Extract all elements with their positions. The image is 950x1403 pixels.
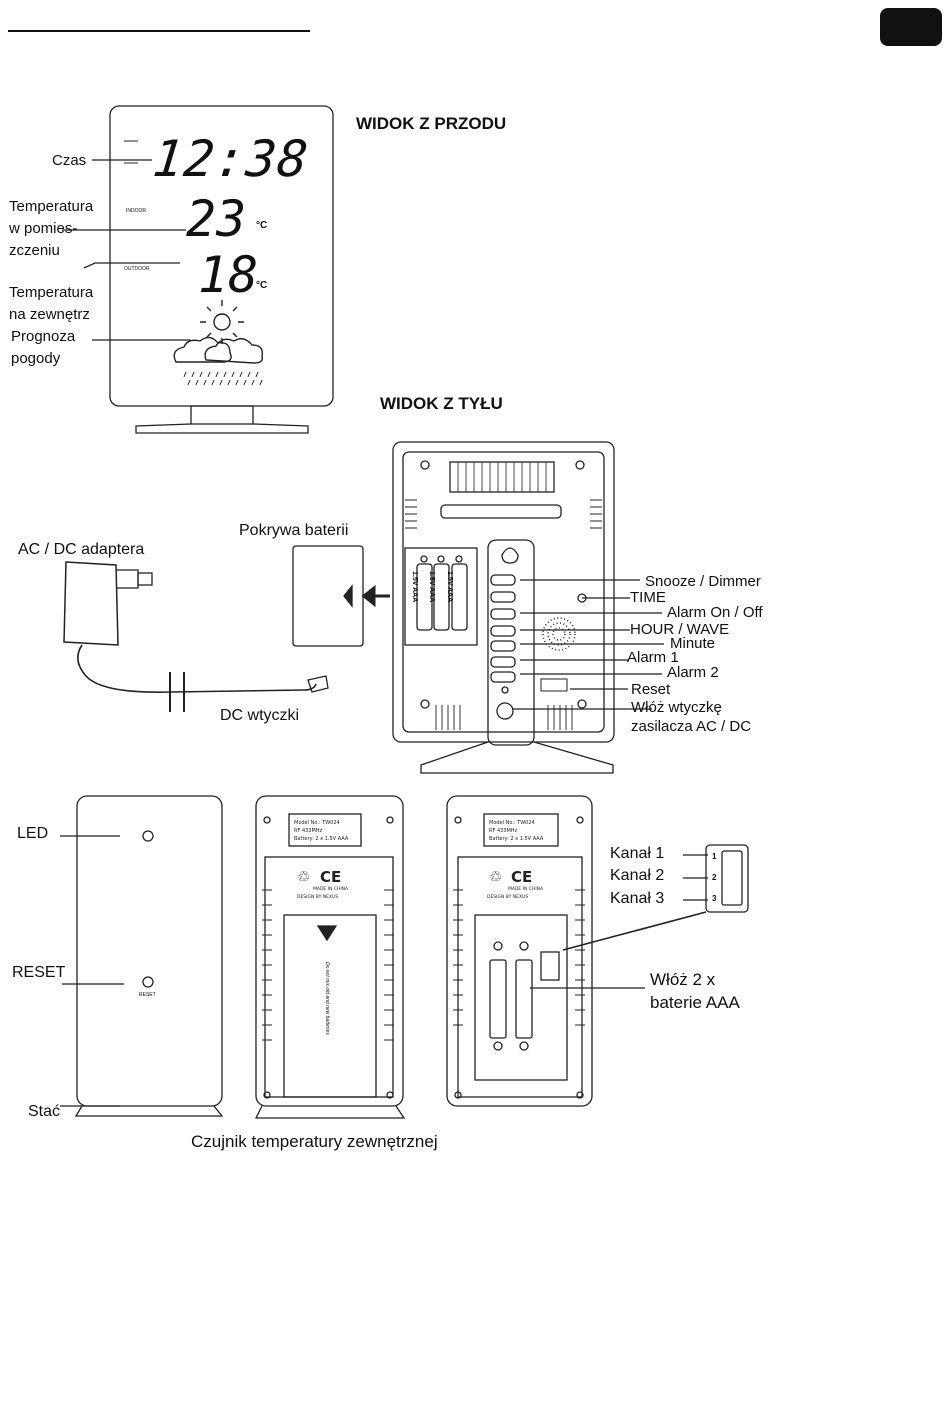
label-plug-in: Włóż wtyczkę zasilacza AC / DC bbox=[631, 699, 752, 735]
ce-mark: CE bbox=[320, 868, 341, 886]
label-channel-1: Kanał 1 bbox=[610, 845, 665, 862]
design-by-text-2: DESIGN BY NEXUS bbox=[487, 894, 528, 900]
speaker-grille bbox=[542, 617, 576, 651]
channel-number-1: 1 bbox=[712, 852, 717, 861]
sensor-open-body bbox=[446, 795, 593, 1107]
outdoor-temperature: 18 bbox=[198, 246, 259, 304]
dc-jack bbox=[496, 702, 514, 720]
weee-icon: ♲ bbox=[297, 868, 310, 886]
sensor-led bbox=[142, 830, 154, 842]
label-channel-2: Kanał 2 bbox=[610, 867, 665, 884]
label-indoor-temp: Temperatura w pomies- zczeniu bbox=[9, 198, 94, 259]
sensor-front-stand bbox=[74, 1105, 224, 1117]
leader-outdoor bbox=[83, 262, 180, 269]
battery-label-2: 1.5V AAA bbox=[428, 571, 435, 603]
made-in-text: MADE IN CHINA bbox=[313, 886, 349, 892]
plate-line-2: RF 433MHz bbox=[294, 828, 323, 834]
leader-channels bbox=[683, 854, 708, 901]
label-snooze-dimmer: Snooze / Dimmer bbox=[645, 573, 761, 590]
page-tab-marker bbox=[880, 8, 942, 46]
indoor-temperature: 23 bbox=[186, 190, 247, 248]
outdoor-unit: °C bbox=[256, 280, 268, 291]
back-stand bbox=[487, 539, 535, 746]
sensor-battery-a bbox=[489, 959, 507, 1039]
battery-label-1: 1.5V AAA bbox=[411, 571, 418, 603]
label-adapter: AC / DC adaptera bbox=[18, 541, 145, 558]
sensor-reset-button bbox=[142, 976, 154, 988]
back-heading: WIDOK Z TYŁU bbox=[380, 394, 503, 413]
back-stand-base bbox=[420, 741, 614, 774]
label-forecast: Prognoza pogody bbox=[11, 328, 76, 367]
alarm-indicators bbox=[124, 140, 138, 164]
label-alarm-1: Alarm 1 bbox=[627, 649, 679, 666]
label-stand: Stać bbox=[28, 1103, 61, 1120]
label-reset-sensor: RESET bbox=[12, 964, 66, 981]
label-minute: Minute bbox=[670, 635, 716, 652]
header-rule bbox=[8, 30, 310, 32]
plate2-line-2: RF 433MHz bbox=[489, 828, 518, 834]
label-reset-button: Reset bbox=[631, 681, 671, 698]
battery-3 bbox=[451, 563, 468, 631]
sensor-front-body bbox=[76, 795, 223, 1107]
hang-hole bbox=[501, 547, 519, 564]
battery-door-warning: Do not mix old and new batteries bbox=[324, 962, 330, 1035]
label-dc-plug: DC wtyczki bbox=[220, 707, 300, 724]
adapter-cable bbox=[77, 644, 317, 693]
sensor-reset-small: RESET bbox=[139, 992, 156, 998]
plate-line-3: Battery: 2 x 1.5V AAA bbox=[294, 836, 349, 842]
clock-time: 12:38 bbox=[149, 130, 312, 188]
sensor-back-body bbox=[255, 795, 404, 1107]
cloud-icon bbox=[173, 336, 264, 364]
label-channel-3: Kanał 3 bbox=[610, 890, 665, 907]
label-alarm-2: Alarm 2 bbox=[667, 664, 719, 681]
sensor-battery-b bbox=[515, 959, 533, 1039]
sensor-battery-door bbox=[283, 914, 377, 1098]
top-slot bbox=[440, 504, 562, 519]
label-outdoor-temp: Temperatura na zewnętrz bbox=[9, 284, 94, 323]
outdoor-tag: OUTDOOR bbox=[124, 266, 150, 272]
weee-icon-2: ♲ bbox=[489, 868, 502, 886]
sensor-open-compartment bbox=[474, 914, 568, 1081]
plate2-line-1: Model No.: TW024 bbox=[489, 820, 535, 826]
battery-compartment bbox=[404, 547, 478, 646]
label-led: LED bbox=[17, 825, 49, 842]
sensor-back-plate bbox=[288, 813, 362, 847]
back-device-body bbox=[392, 441, 615, 743]
back-buttons bbox=[490, 574, 516, 683]
battery-1 bbox=[416, 563, 433, 631]
label-alarm-onoff: Alarm On / Off bbox=[667, 604, 763, 621]
insert-arrow bbox=[361, 584, 390, 608]
top-vent bbox=[449, 461, 555, 493]
front-heading: WIDOK Z PRZODU bbox=[356, 114, 507, 133]
label-insert-batteries: Włóż 2 x baterie AAA bbox=[650, 970, 740, 1012]
adapter-body bbox=[63, 561, 119, 646]
ce-mark-2: CE bbox=[511, 868, 532, 886]
front-stand-neck bbox=[190, 405, 254, 425]
label-hour-wave: HOUR / WAVE bbox=[630, 621, 730, 638]
design-by-text: DESIGN BY NEXUS bbox=[297, 894, 338, 900]
front-stand-base bbox=[135, 423, 309, 434]
indoor-unit: °C bbox=[256, 220, 268, 231]
channel-switch bbox=[540, 951, 560, 981]
indoor-tag: INDOOR bbox=[126, 208, 146, 214]
label-time: Czas bbox=[52, 152, 87, 169]
made-in-text-2: MADE IN CHINA bbox=[508, 886, 544, 892]
plate2-line-3: Battery: 2 x 1.5V AAA bbox=[489, 836, 544, 842]
label-time-button: TIME bbox=[630, 589, 666, 606]
plate-line-1: Model No.: TW024 bbox=[294, 820, 340, 826]
label-battery-cover: Pokrywa baterii bbox=[239, 522, 349, 539]
battery-2 bbox=[433, 563, 450, 631]
rain-icon bbox=[183, 371, 263, 386]
battery-label-3: 1.5V AAA bbox=[446, 571, 453, 603]
channel-number-3: 3 bbox=[712, 894, 717, 903]
dc-plug bbox=[307, 675, 329, 693]
sensor-title: Czujnik temperatury zewnętrznej bbox=[191, 1132, 438, 1151]
channel-number-2: 2 bbox=[712, 873, 717, 882]
